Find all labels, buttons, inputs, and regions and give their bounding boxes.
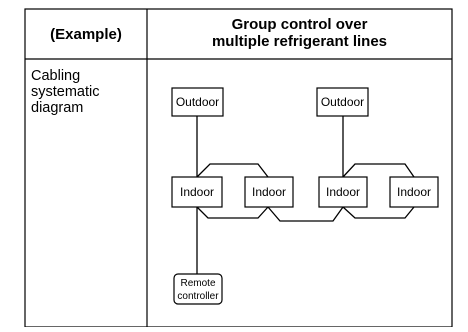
middle-lower-bus xyxy=(267,206,344,222)
left-lower-bus xyxy=(196,206,269,219)
left-upper-bus xyxy=(196,163,269,178)
header-example: (Example) xyxy=(25,26,147,43)
right-lower-bus xyxy=(342,206,415,219)
remote-controller-label-line1: Remote xyxy=(180,278,215,289)
header-group-control-line2: multiple refrigerant lines xyxy=(211,33,388,50)
header-group-control-line1: Group control over xyxy=(231,16,368,33)
table-border xyxy=(24,8,453,328)
row-label-line2: systematic xyxy=(31,84,100,100)
outdoor-unit-left-box xyxy=(171,87,224,117)
row-label-line3: diagram xyxy=(31,100,84,116)
outdoor-unit-right-label: Outdoor xyxy=(321,95,364,109)
remote-controller-box xyxy=(173,273,223,305)
indoor-unit-4-label: Indoor xyxy=(397,185,431,199)
row-label-line1: Cabling xyxy=(31,68,81,84)
indoor-unit-3-label: Indoor xyxy=(326,185,360,199)
indoor-unit-3-box xyxy=(318,176,368,208)
wiring xyxy=(196,116,415,274)
indoor-unit-2-label: Indoor xyxy=(252,185,286,199)
indoor-unit-1-box xyxy=(171,176,223,208)
row-label-cabling-diagram: Cabling systematic diagram xyxy=(31,68,143,116)
header-example-text: (Example) xyxy=(50,26,122,43)
indoor-unit-2-box xyxy=(244,176,294,208)
outdoor-unit-left-label: Outdoor xyxy=(176,95,219,109)
indoor-unit-4-box xyxy=(389,176,439,208)
header-group-control: Group control over multiple refrigerant … xyxy=(147,16,452,50)
outdoor-unit-right-box xyxy=(316,87,369,117)
indoor-unit-1-label: Indoor xyxy=(180,185,214,199)
remote-controller-label-line2: controller xyxy=(177,291,219,302)
right-upper-bus xyxy=(342,163,415,178)
